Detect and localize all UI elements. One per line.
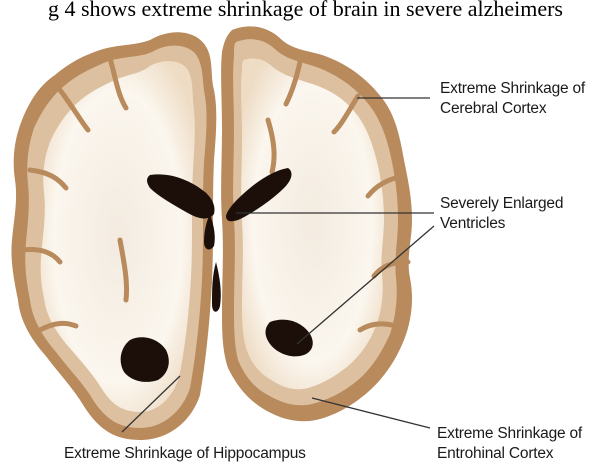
label-cerebral-cortex: Extreme Shrinkage of Cerebral Cortex [440, 79, 585, 119]
label-ventricles-line2: Ventricles [440, 214, 563, 234]
label-hippocampus-line1: Extreme Shrinkage of Hippocampus [64, 444, 306, 464]
label-ventricles-line1: Severely Enlarged [440, 194, 563, 214]
label-hippocampus: Extreme Shrinkage of Hippocampus [64, 444, 306, 464]
label-cerebral-cortex-line2: Cerebral Cortex [440, 99, 585, 119]
label-entorhinal-cortex: Extreme Shrinkage of Entrohinal Cortex [437, 424, 582, 464]
label-entorhinal-cortex-line2: Entrohinal Cortex [437, 444, 582, 464]
label-cerebral-cortex-line1: Extreme Shrinkage of [440, 79, 585, 99]
label-entorhinal-cortex-line1: Extreme Shrinkage of [437, 424, 582, 444]
label-ventricles: Severely Enlarged Ventricles [440, 194, 563, 234]
